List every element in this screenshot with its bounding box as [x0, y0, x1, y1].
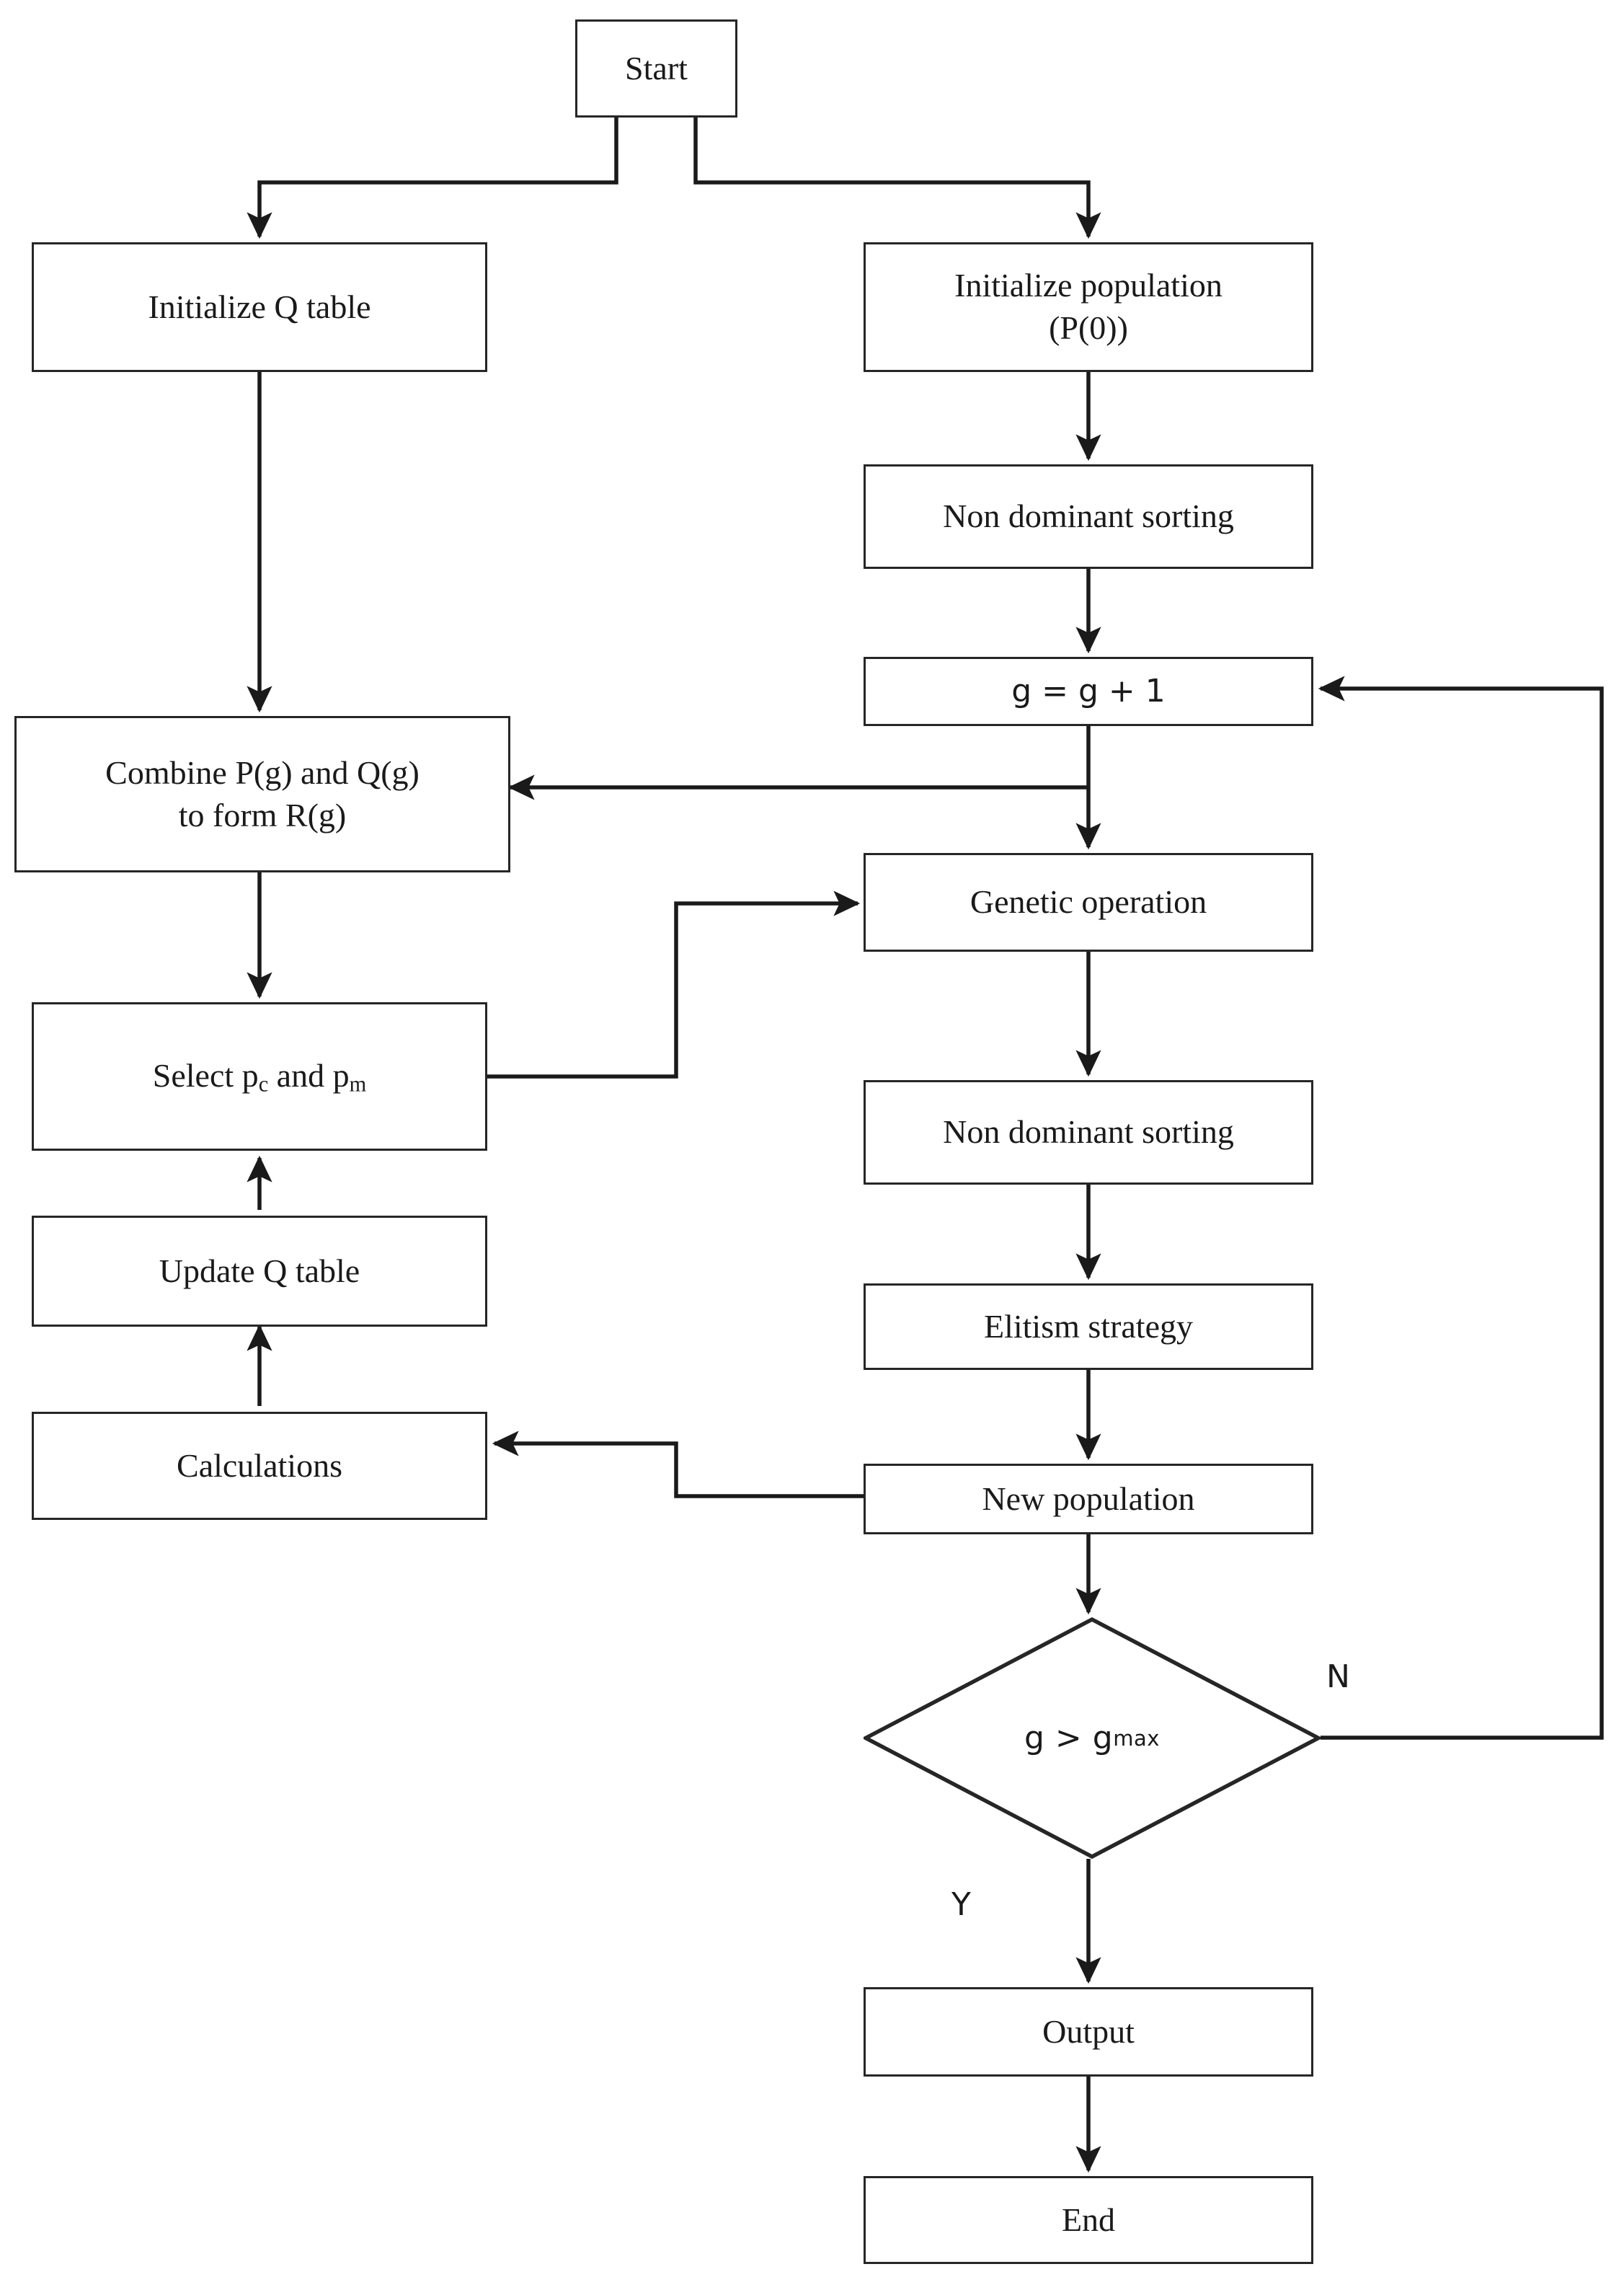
edge-select-to-genetic-operation	[487, 890, 861, 1079]
node-genetic-operation[interactable]: Genetic operation	[864, 853, 1313, 952]
node-new-population[interactable]: New population	[864, 1464, 1313, 1534]
branch-label-no-text: N	[1326, 1658, 1350, 1695]
node-initialize-population[interactable]: Initialize population (P(0))	[864, 242, 1313, 372]
node-non-dominant-sorting-2-label: Non dominant sorting	[943, 1113, 1234, 1151]
node-select-probabilities-label: Select pc and pm	[146, 1055, 373, 1099]
node-initialize-q-table[interactable]: Initialize Q table	[32, 242, 487, 372]
select-middle: and p	[268, 1056, 350, 1094]
node-output-label: Output	[1042, 2012, 1135, 2050]
node-start-label: Start	[625, 49, 688, 87]
node-calculations-label: Calculations	[177, 1446, 342, 1484]
edge-new-population-to-calculations	[492, 1431, 864, 1498]
select-sub-m: m	[349, 1071, 367, 1097]
node-generation-increment[interactable]: g = g + 1	[864, 657, 1313, 726]
node-combine-label: Combine P(g) and Q(g) to form R(g)	[105, 753, 420, 834]
node-update-q-table[interactable]: Update Q table	[32, 1216, 487, 1327]
node-combine[interactable]: Combine P(g) and Q(g) to form R(g)	[14, 716, 510, 872]
branch-label-yes: Y	[951, 1886, 971, 1923]
node-non-dominant-sorting-1[interactable]: Non dominant sorting	[864, 464, 1313, 569]
node-start[interactable]: Start	[575, 19, 737, 118]
node-calculations[interactable]: Calculations	[32, 1412, 487, 1520]
edge-decision-no-to-generation	[1318, 676, 1604, 1740]
node-generation-increment-label: g = g + 1	[1011, 672, 1166, 709]
node-non-dominant-sorting-2[interactable]: Non dominant sorting	[864, 1080, 1313, 1185]
node-elitism-strategy-label: Elitism strategy	[983, 1307, 1193, 1345]
branch-label-no: N	[1326, 1658, 1350, 1695]
node-initialize-population-label: Initialize population (P(0))	[954, 267, 1223, 346]
node-select-probabilities[interactable]: Select pc and pm	[32, 1002, 487, 1151]
branch-label-yes-text: Y	[951, 1886, 971, 1923]
node-initialize-q-table-label: Initialize Q table	[148, 288, 371, 325]
node-genetic-operation-label: Genetic operation	[969, 883, 1207, 921]
select-sub-c: c	[258, 1071, 269, 1097]
decision-prefix: g > g	[1024, 1720, 1114, 1756]
node-end[interactable]: End	[864, 2176, 1313, 2264]
node-new-population-label: New population	[982, 1480, 1195, 1517]
node-end-label: End	[1061, 2201, 1116, 2238]
node-elitism-strategy[interactable]: Elitism strategy	[864, 1283, 1313, 1370]
edge-start-to-init-q-table	[247, 118, 618, 239]
node-output[interactable]: Output	[864, 1987, 1313, 2077]
node-non-dominant-sorting-1-label: Non dominant sorting	[943, 498, 1234, 535]
decision-diamond-shape	[864, 1617, 1321, 1859]
decision-sub-max: max	[1113, 1725, 1160, 1751]
node-update-q-table-label: Update Q table	[159, 1252, 360, 1289]
select-prefix: Select p	[152, 1056, 259, 1094]
edge-start-to-init-population	[693, 118, 1101, 239]
